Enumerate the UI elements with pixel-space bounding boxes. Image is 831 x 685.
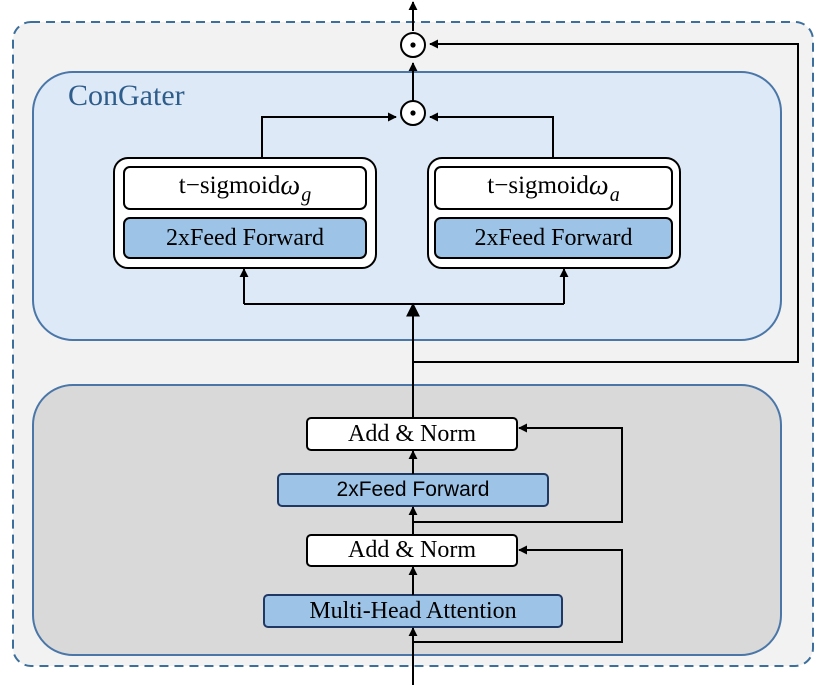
gate-g-to-product [261, 112, 397, 158]
gate-g-ff-box [123, 217, 367, 259]
congater-region [32, 71, 782, 341]
gate-g-ff-label: 2xFeed Forward [166, 224, 324, 251]
gate-a-ff-box [434, 217, 673, 259]
omega-g-symbol: ω [280, 170, 301, 201]
skip-connection [413, 39, 799, 363]
gate-g-sigmoid-box [123, 166, 367, 210]
gate-a-ff-label: 2xFeed Forward [474, 224, 633, 251]
feed-forward-label: 2xFeed Forward [336, 478, 490, 501]
transformer-region [32, 384, 782, 656]
congater-product-dot [410, 110, 416, 116]
gate-g-subscript: g [301, 183, 312, 206]
gate-a-sigmoid-box [434, 166, 673, 210]
attention-label: Multi-Head Attention [309, 597, 517, 624]
output-product-dot [410, 42, 416, 48]
add-norm-bottom-label: Add & Norm [348, 537, 476, 563]
residual-1 [413, 545, 623, 643]
add-norm-top-label: Add & Norm [348, 420, 476, 447]
gate-a-to-product [429, 112, 554, 158]
omega-a-symbol: ω [588, 170, 609, 201]
residual-2 [413, 423, 623, 523]
gate-g-func-text: t−sigmoid [178, 172, 281, 199]
gate-a-subscript: a [609, 183, 620, 206]
gate-a-func-text: t−sigmoid [487, 172, 589, 199]
congater-title: ConGater [68, 79, 185, 112]
